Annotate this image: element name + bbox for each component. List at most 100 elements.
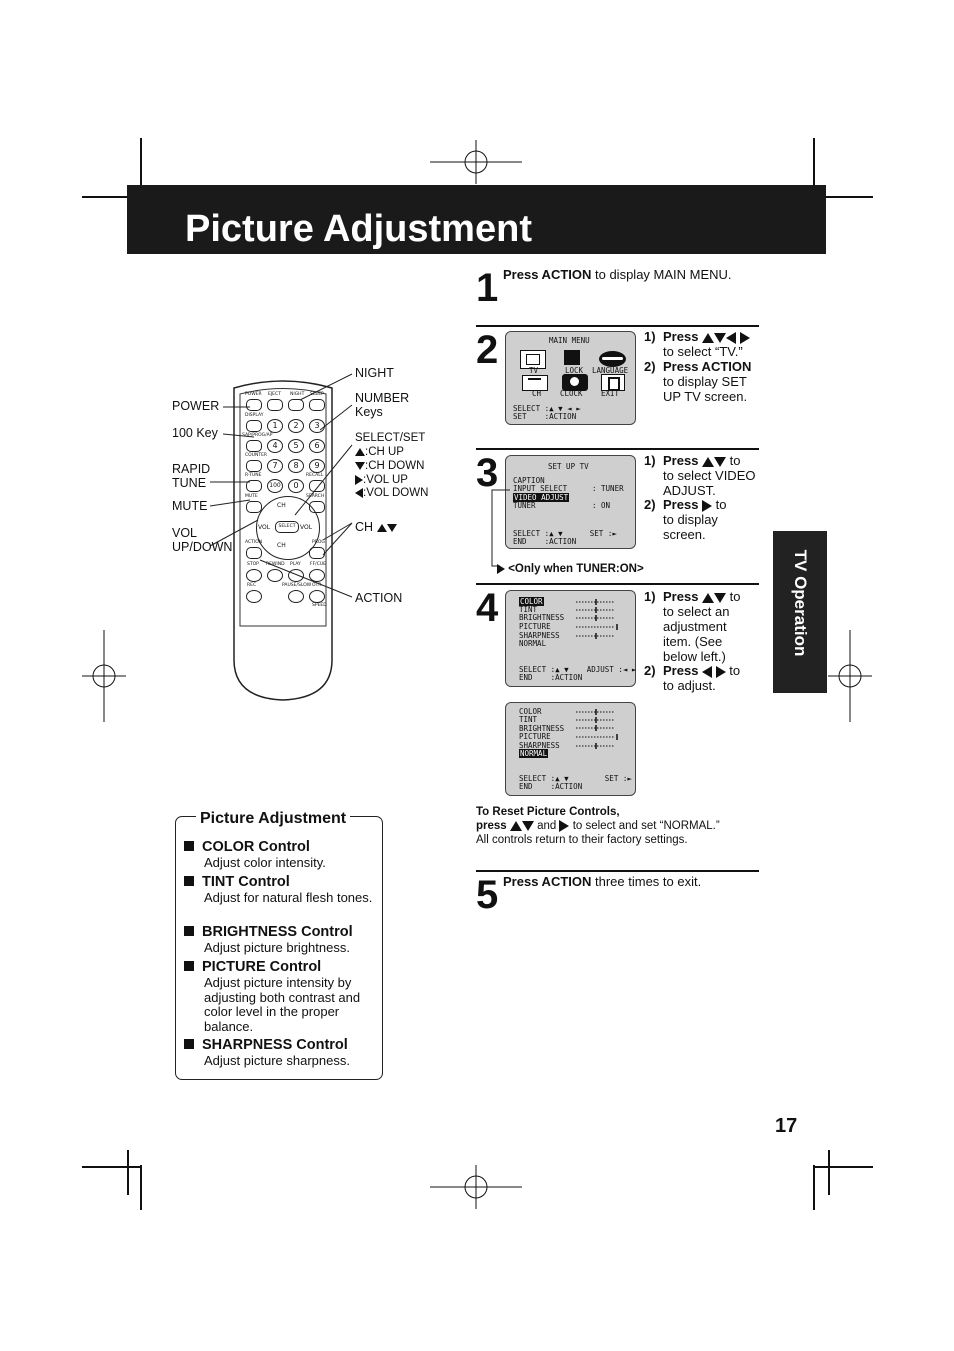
label-ch: CH bbox=[355, 520, 397, 535]
callout-lines bbox=[209, 373, 353, 598]
tv-label: TV bbox=[529, 366, 539, 375]
mute-button[interactable] bbox=[246, 501, 262, 513]
video-adjust-item: VIDEO ADJUST bbox=[513, 493, 570, 502]
number-key-1[interactable]: 1 bbox=[267, 419, 283, 433]
tuner-bracket-line bbox=[491, 489, 510, 567]
step-4-instr-1: 1)Press to to select an adjustment item.… bbox=[644, 589, 741, 664]
pause-label: PAUSE/SLOW bbox=[282, 583, 312, 588]
number-key-4[interactable]: 4 bbox=[267, 439, 283, 453]
screen-select-line: SELECT :▲ ▼ SET :► bbox=[513, 529, 617, 538]
otr-button[interactable] bbox=[309, 590, 325, 603]
vol-up-label[interactable]: VOL bbox=[300, 524, 313, 531]
input-select-item: INPUT SELECT bbox=[513, 484, 568, 493]
crop-mark bbox=[828, 1150, 830, 1195]
label-vol-up: :VOL UP bbox=[355, 474, 408, 488]
registration-target bbox=[430, 140, 522, 184]
prog-label: PROG bbox=[312, 540, 325, 545]
mute-label: MUTE bbox=[245, 494, 258, 499]
step-1-number: 1 bbox=[476, 266, 499, 310]
night-button[interactable] bbox=[288, 399, 304, 411]
display-button[interactable] bbox=[246, 420, 262, 432]
key-100-button[interactable]: 100 bbox=[267, 479, 283, 493]
speed-label: SPEED bbox=[312, 603, 327, 608]
crop-mark bbox=[813, 1165, 815, 1210]
step-2-number: 2 bbox=[476, 328, 499, 372]
label-vol-up-down: VOL UP/DOWN bbox=[172, 526, 233, 554]
action-button[interactable] bbox=[246, 547, 262, 559]
counter-button[interactable] bbox=[246, 460, 262, 472]
screen-select-line: SELECT :▲ ▼ SET :► bbox=[519, 774, 632, 783]
right-arrow-icon bbox=[739, 331, 750, 344]
remote-button-grid: POWER EJECT NIGHT SLEEP DISPLAY SAP/PROG… bbox=[242, 392, 332, 608]
color-item: COLOR bbox=[519, 597, 544, 606]
input-select-value: : TUNER bbox=[592, 484, 624, 493]
dpad-ring bbox=[256, 496, 320, 560]
left-arrow-icon bbox=[355, 487, 363, 498]
recall-button[interactable] bbox=[309, 480, 325, 492]
picture-item: PICTURE bbox=[519, 732, 551, 741]
right-arrow-icon bbox=[497, 563, 505, 574]
crop-mark bbox=[813, 1166, 873, 1168]
side-tab: TV Operation bbox=[773, 531, 827, 693]
label-vol-down: :VOL DOWN bbox=[355, 487, 428, 501]
title-bar: Picture Adjustment bbox=[127, 185, 826, 254]
screen-title: SET UP TV bbox=[548, 462, 589, 471]
screen-set-line: SET :ACTION bbox=[513, 412, 577, 421]
down-arrow-icon bbox=[386, 523, 397, 532]
main-menu-screen: MAIN MENU TV LOCK LANGUAGE CH CLOCK EXIT… bbox=[505, 331, 636, 425]
power-button[interactable] bbox=[246, 399, 262, 411]
number-key-9[interactable]: 9 bbox=[309, 459, 325, 473]
eject-button[interactable] bbox=[267, 399, 283, 411]
ch-up-label[interactable]: CH bbox=[277, 502, 286, 509]
normal-item: NORMAL bbox=[519, 749, 549, 758]
power-label: POWER bbox=[245, 392, 262, 397]
up-arrow-icon bbox=[355, 447, 365, 456]
setup-tv-screen: SET UP TV CAPTION INPUT SELECT : TUNER V… bbox=[505, 455, 636, 549]
vol-down-label[interactable]: VOL bbox=[258, 524, 271, 531]
down-arrow-icon bbox=[714, 456, 727, 467]
sap-label: SAP/PROG/AP bbox=[242, 433, 273, 438]
rec-label: REC bbox=[247, 583, 257, 588]
picture-item: PICTURE bbox=[519, 622, 551, 631]
rec-button[interactable] bbox=[246, 590, 262, 603]
number-key-2[interactable]: 2 bbox=[288, 419, 304, 433]
screen-select-line: SELECT :▲ ▼ ◄ ► bbox=[513, 404, 581, 413]
tint-item: TINT bbox=[519, 715, 538, 724]
video-adjust-screen: COLOR TINT BRIGHTNESS PICTURE SHARPNESS … bbox=[505, 590, 636, 687]
ch-down-label[interactable]: CH bbox=[277, 542, 286, 549]
sleep-button[interactable] bbox=[309, 399, 325, 411]
up-arrow-icon bbox=[702, 332, 715, 343]
sap-button[interactable] bbox=[246, 440, 262, 452]
ffcue-button[interactable] bbox=[309, 569, 325, 582]
play-button[interactable] bbox=[288, 569, 304, 582]
stop-button[interactable] bbox=[246, 569, 262, 582]
tuner-value: : ON bbox=[592, 501, 611, 510]
rtune-label: R-TUNE bbox=[245, 473, 262, 478]
sharpness-item: SHARPNESS bbox=[519, 741, 560, 750]
number-key-0[interactable]: 0 bbox=[288, 479, 304, 493]
play-label: PLAY bbox=[290, 562, 301, 567]
number-key-5[interactable]: 5 bbox=[288, 439, 304, 453]
otr-label: OTR bbox=[312, 583, 322, 588]
rewind-button[interactable] bbox=[267, 569, 283, 582]
language-label: LANGUAGE bbox=[592, 366, 629, 375]
clock-icon bbox=[562, 374, 588, 391]
number-key-6[interactable]: 6 bbox=[309, 439, 325, 453]
step-4-instr-2: 2)Press to to adjust. bbox=[644, 663, 741, 693]
pause-button[interactable] bbox=[288, 590, 304, 603]
label-rapid-tune: RAPID TUNE bbox=[172, 462, 211, 490]
down-arrow-icon bbox=[714, 332, 727, 343]
label-night: NIGHT bbox=[355, 366, 394, 380]
rtune-button[interactable] bbox=[246, 480, 262, 492]
tv-icon bbox=[520, 350, 546, 369]
step-4-number: 4 bbox=[476, 586, 499, 630]
info-box-heading: Picture Adjustment bbox=[196, 810, 351, 828]
registration-target bbox=[430, 1165, 522, 1209]
number-key-7[interactable]: 7 bbox=[267, 459, 283, 473]
number-key-8[interactable]: 8 bbox=[288, 459, 304, 473]
select-button[interactable]: SELECT bbox=[275, 521, 299, 533]
